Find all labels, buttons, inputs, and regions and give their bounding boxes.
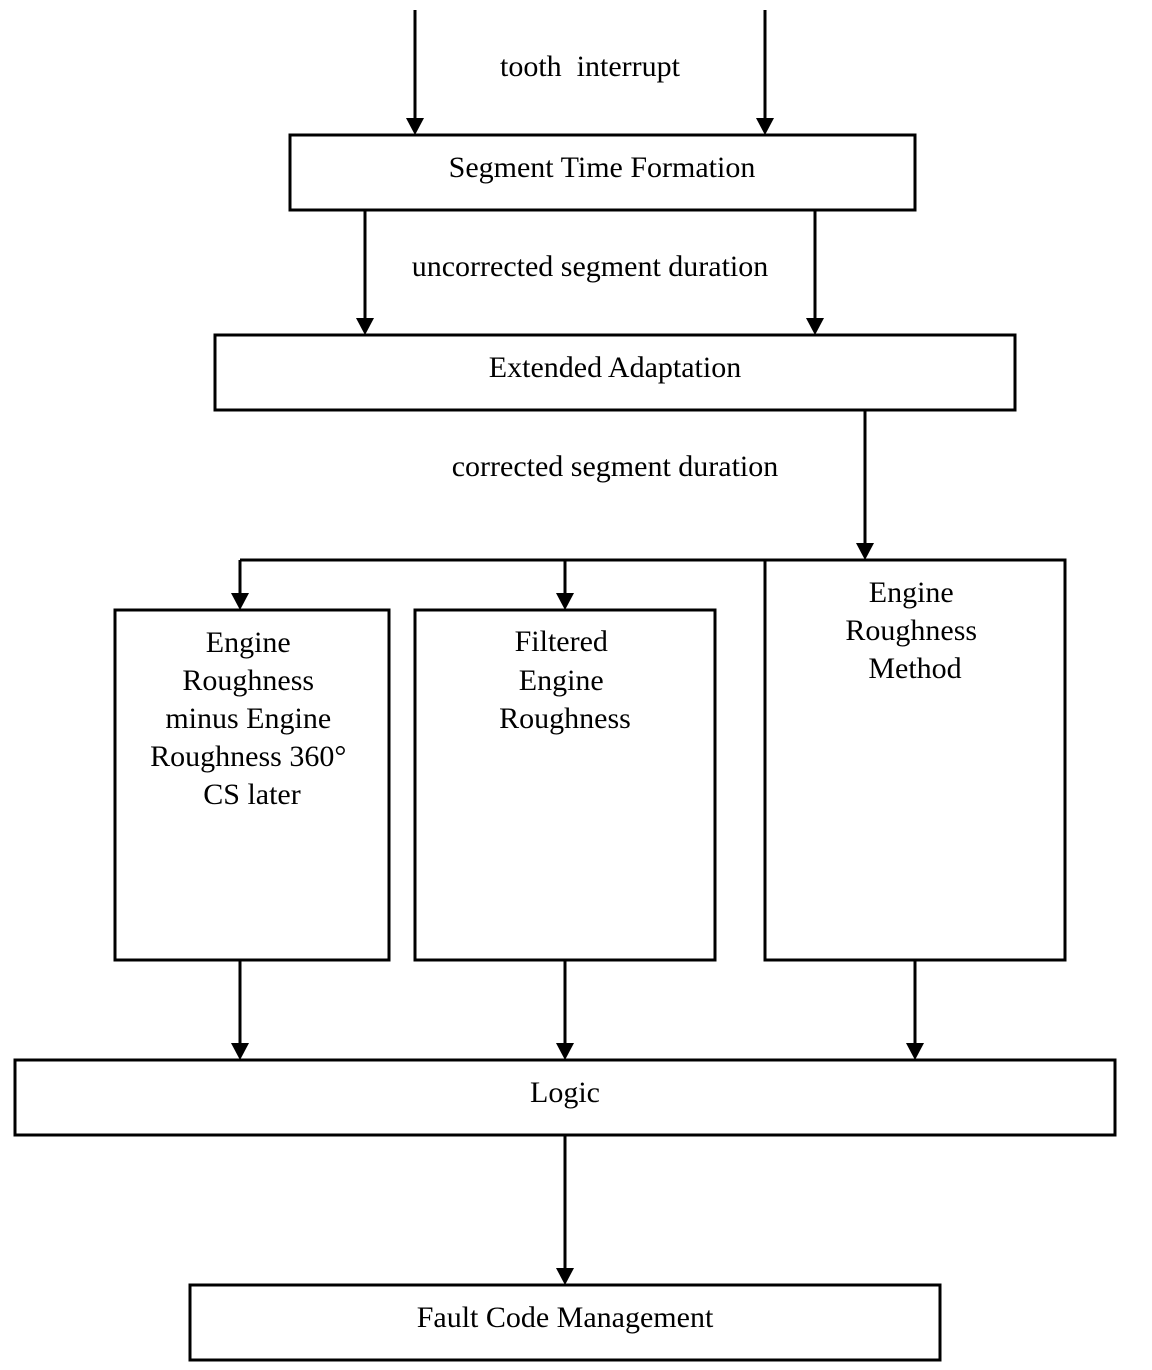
engine-roughness-method-label: Engine Roughness Method <box>845 576 984 685</box>
tooth-interrupt-arrows <box>406 10 774 135</box>
logic-label: Logic <box>530 1076 600 1109</box>
fault-code-management-label: Fault Code Management <box>417 1301 714 1334</box>
engine-roughness-method-box: Engine Roughness Method <box>763 558 1067 962</box>
engine-roughness-minus-box: Engine Roughness minus Engine Roughness … <box>113 608 391 962</box>
uncorrected-arrows <box>356 210 824 335</box>
logic-box: Logic <box>13 1058 1117 1137</box>
fault-code-management-box: Fault Code Management <box>188 1283 942 1362</box>
fault-code-input-arrow <box>556 1135 574 1285</box>
segment-time-formation-label: Segment Time Formation <box>449 151 756 184</box>
corrected-arrow <box>856 410 874 560</box>
tooth-interrupt-label: tooth interrupt <box>500 50 681 83</box>
segment-time-formation-box: Segment Time Formation <box>288 133 917 212</box>
uncorrected-segment-duration-label: uncorrected segment duration <box>412 250 769 283</box>
engine-roughness-minus-label: Engine Roughness minus Engine Roughness … <box>150 626 354 811</box>
extended-adaptation-label: Extended Adaptation <box>489 351 741 384</box>
filtered-engine-roughness-box: Filtered Engine Roughness <box>413 608 717 962</box>
logic-input-arrows <box>231 960 924 1060</box>
distribution-lines <box>231 558 766 610</box>
corrected-segment-duration-label: corrected segment duration <box>452 450 779 483</box>
filtered-engine-roughness-label: Filtered Engine Roughness <box>499 625 631 735</box>
extended-adaptation-box: Extended Adaptation <box>213 333 1017 412</box>
